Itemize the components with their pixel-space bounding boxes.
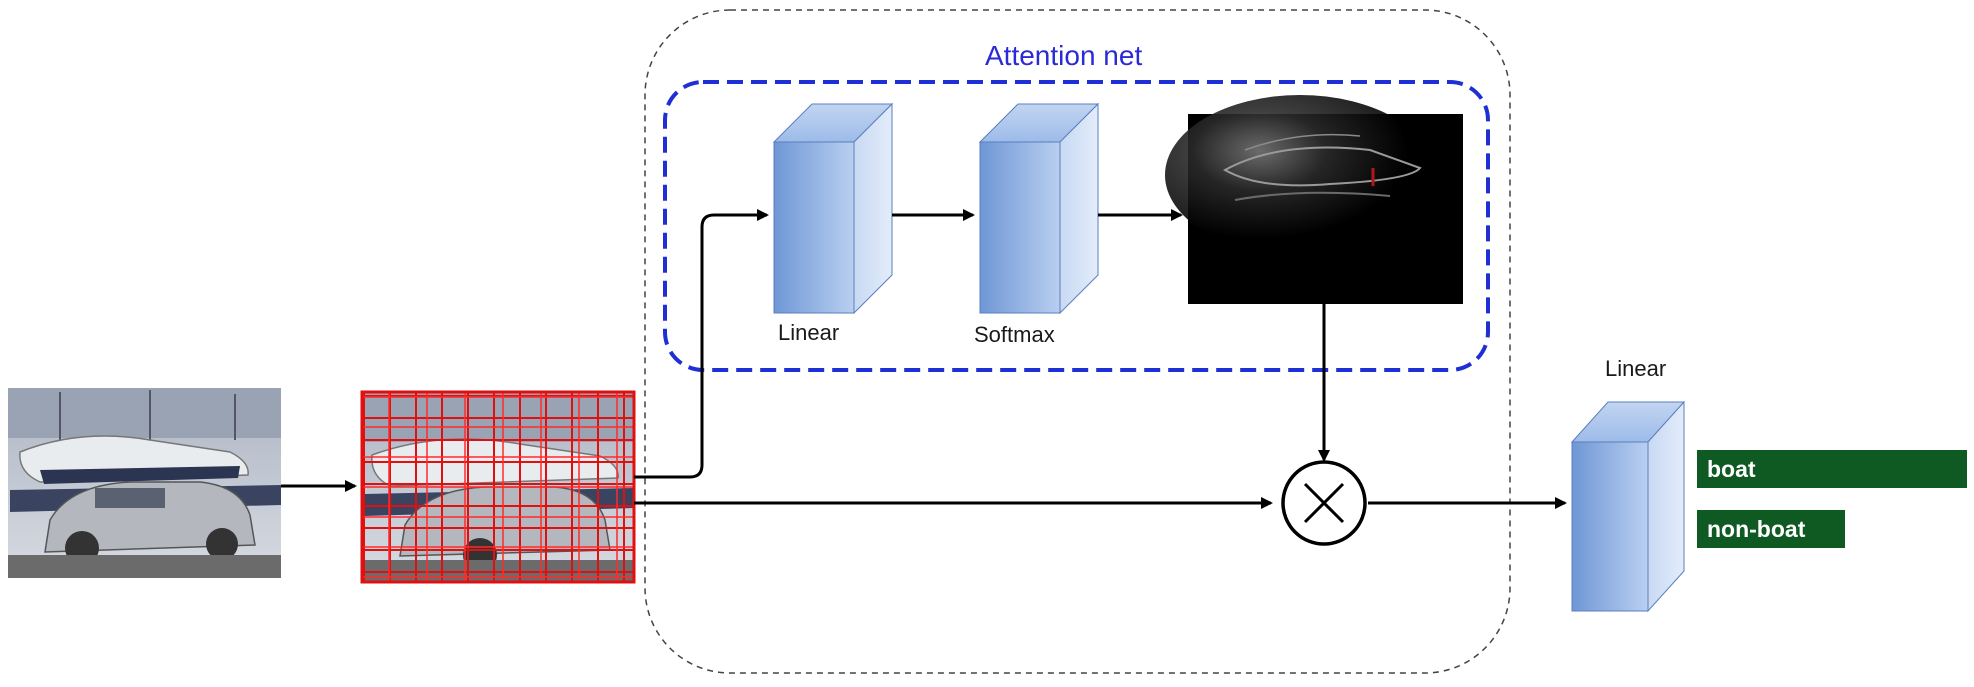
softmax-block (978, 102, 1100, 315)
arrow-grid-to-linear (634, 209, 769, 479)
attention-map-image (1165, 95, 1463, 304)
linear-block-1 (772, 102, 894, 315)
softmax-label: Softmax (974, 322, 1055, 347)
output-class-non-boat: non-boat (1697, 510, 1845, 548)
linear-2-label: Linear (1605, 356, 1667, 381)
attention-net-title: Attention net (985, 40, 1143, 71)
linear-block-2 (1570, 400, 1686, 613)
linear-1-label: Linear (778, 320, 840, 345)
attention-net-box (663, 80, 1490, 372)
circled-times-icon (1281, 460, 1367, 546)
output-class-boat: boat (1697, 450, 1967, 488)
region-grid-image (360, 390, 636, 584)
input-image (8, 388, 281, 578)
